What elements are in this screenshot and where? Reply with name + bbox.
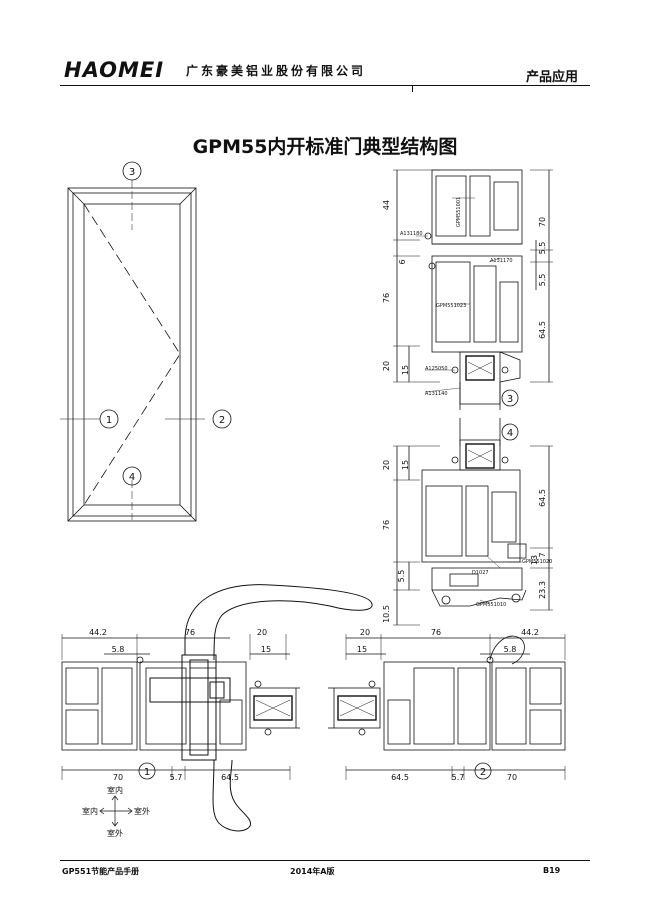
horizontal-section-right <box>328 634 566 780</box>
svg-text:1: 1 <box>106 415 112 426</box>
dim-44-2: 44.2 <box>521 628 539 637</box>
dim-15: 15 <box>401 365 410 375</box>
dim-70: 70 <box>113 773 123 782</box>
part-tag: GPM551020 <box>522 559 552 565</box>
footer-edition: 2014年A版 <box>290 867 335 876</box>
dim-10-5: 10.5 <box>382 605 391 623</box>
dim-13: 13 <box>530 555 539 565</box>
svg-text:3: 3 <box>507 394 513 405</box>
orientation-indicator <box>99 795 133 827</box>
section-marker-2: 2 <box>474 762 492 780</box>
horizontal-section-left <box>61 634 300 780</box>
svg-text:1: 1 <box>144 767 150 778</box>
dim-5-8: 5.8 <box>504 645 517 654</box>
dim-15: 15 <box>261 645 271 654</box>
dim-20: 20 <box>382 361 391 371</box>
dim-64-5: 64.5 <box>391 773 409 782</box>
part-tag: GPM551023 <box>436 303 466 309</box>
company-name: 广东豪美铝业股份有限公司 <box>186 64 367 78</box>
dim-5-5: 5.5 <box>397 570 406 583</box>
footer-page-number: B19 <box>543 866 561 875</box>
part-tag: GPM551010 <box>476 602 506 608</box>
orientation-left-label: 室内 <box>82 806 98 816</box>
dim-6: 6 <box>398 259 407 264</box>
dim-64-5: 64.5 <box>538 489 547 507</box>
orientation-right-label: 室外 <box>134 806 150 816</box>
dim-76: 76 <box>382 520 391 530</box>
dim-76: 76 <box>382 293 391 303</box>
dim-7: 7 <box>538 552 547 557</box>
dim-5-5: 5.5 <box>538 274 547 287</box>
dim-20: 20 <box>360 628 370 637</box>
svg-text:3: 3 <box>129 167 135 178</box>
door-elevation <box>60 180 205 522</box>
dim-5-5: 5.5 <box>538 242 547 255</box>
footer-rule <box>60 860 590 861</box>
dim-20: 20 <box>382 460 391 470</box>
elevation-marker-4: 4 <box>122 466 142 486</box>
dim-20: 20 <box>257 628 267 637</box>
elevation-marker-3: 3 <box>122 161 142 181</box>
footer-manual-name: GP551节能产品手册 <box>62 867 140 876</box>
dim-44: 44 <box>382 200 391 210</box>
part-tag: GPM551001 <box>456 197 462 227</box>
dim-15: 15 <box>357 645 367 654</box>
dim-70: 70 <box>507 773 517 782</box>
svg-text:2: 2 <box>480 767 486 778</box>
vertical-section-bottom <box>393 418 553 626</box>
elevation-marker-2: 2 <box>212 409 232 429</box>
dim-64-5: 64.5 <box>538 321 547 339</box>
header-rule-tick <box>412 86 413 92</box>
svg-text:2: 2 <box>219 415 225 426</box>
orientation-top-label: 室内 <box>107 785 123 795</box>
dim-5-7: 5.7 <box>170 773 183 782</box>
part-tag: D1027 <box>472 570 489 576</box>
orientation-bottom-label: 室外 <box>107 828 123 838</box>
header-rule <box>60 85 590 86</box>
part-tag: A131170 <box>490 258 513 264</box>
section-marker-3: 3 <box>501 389 519 407</box>
part-tag: A131140 <box>425 391 448 397</box>
dim-76: 76 <box>431 628 441 637</box>
dim-44-2: 44.2 <box>89 628 107 637</box>
svg-text:4: 4 <box>129 472 135 483</box>
dim-15: 15 <box>401 460 410 470</box>
part-tag: A125050 <box>425 366 448 372</box>
part-tag: A131180 <box>400 231 423 237</box>
elevation-marker-1: 1 <box>99 409 119 429</box>
svg-text:4: 4 <box>507 428 513 439</box>
vertical-section-top <box>393 169 553 410</box>
dim-64-5: 64.5 <box>221 773 239 782</box>
section-marker-4: 4 <box>501 423 519 441</box>
dim-5-7: 5.7 <box>452 773 465 782</box>
page-title: GPM55内开标准门典型结构图 <box>192 136 458 158</box>
dim-70: 70 <box>538 217 547 227</box>
door-handle <box>149 584 373 832</box>
dim-23-3: 23.3 <box>538 581 547 599</box>
section-label: 产品应用 <box>525 70 578 85</box>
brand-logo: HAOMEI <box>64 58 165 82</box>
dim-76: 76 <box>185 628 195 637</box>
section-marker-1: 1 <box>138 762 156 780</box>
dim-5-8: 5.8 <box>112 645 125 654</box>
